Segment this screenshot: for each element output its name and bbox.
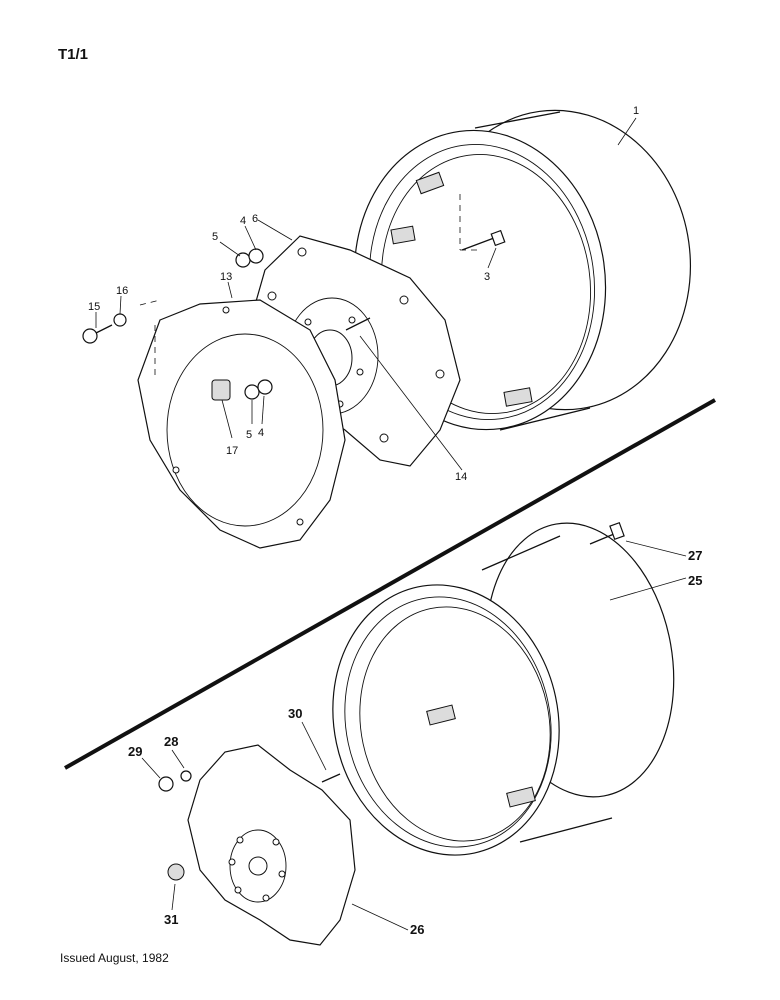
callout-4-lower: 4 — [258, 427, 264, 439]
callout-1: 1 — [633, 105, 639, 117]
nut-washer-upper — [235, 248, 264, 268]
leader-lines-upper — [95, 117, 637, 471]
stud-14 — [345, 317, 371, 331]
callout-26: 26 — [410, 922, 424, 937]
lower-rim — [332, 522, 675, 856]
callout-17: 17 — [226, 445, 238, 457]
callout-16: 16 — [116, 285, 128, 297]
nut-washer-lower — [244, 379, 273, 400]
stud-30 — [321, 773, 341, 783]
spacer-17 — [211, 379, 231, 401]
issue-date-footer: Issued August, 1982 — [60, 951, 169, 965]
callout-5-lower: 5 — [246, 429, 252, 441]
callout-30: 30 — [288, 706, 302, 721]
wheel-weight-13 — [137, 299, 346, 549]
callout-28: 28 — [164, 734, 178, 749]
bolt-15-washer-16 — [82, 313, 127, 344]
page-reference: T1/1 — [58, 46, 89, 63]
callout-14: 14 — [455, 471, 467, 483]
callout-27: 27 — [688, 548, 702, 563]
nut-31 — [167, 863, 185, 881]
callout-29: 29 — [128, 744, 142, 759]
callout-3: 3 — [484, 271, 490, 283]
nut-29-washer-28 — [158, 770, 192, 792]
callout-5-upper: 5 — [212, 231, 218, 243]
callout-4-upper: 4 — [240, 215, 246, 227]
callout-15: 15 — [88, 301, 100, 313]
callout-25: 25 — [688, 573, 702, 588]
bolt-3 — [461, 229, 506, 251]
callout-31: 31 — [164, 912, 178, 927]
centre-disc-26 — [187, 744, 356, 946]
callout-13: 13 — [220, 271, 232, 283]
section-divider — [64, 398, 716, 770]
leader-lines-lower — [141, 540, 687, 931]
bolt-27 — [589, 521, 625, 545]
callout-6: 6 — [252, 213, 258, 225]
